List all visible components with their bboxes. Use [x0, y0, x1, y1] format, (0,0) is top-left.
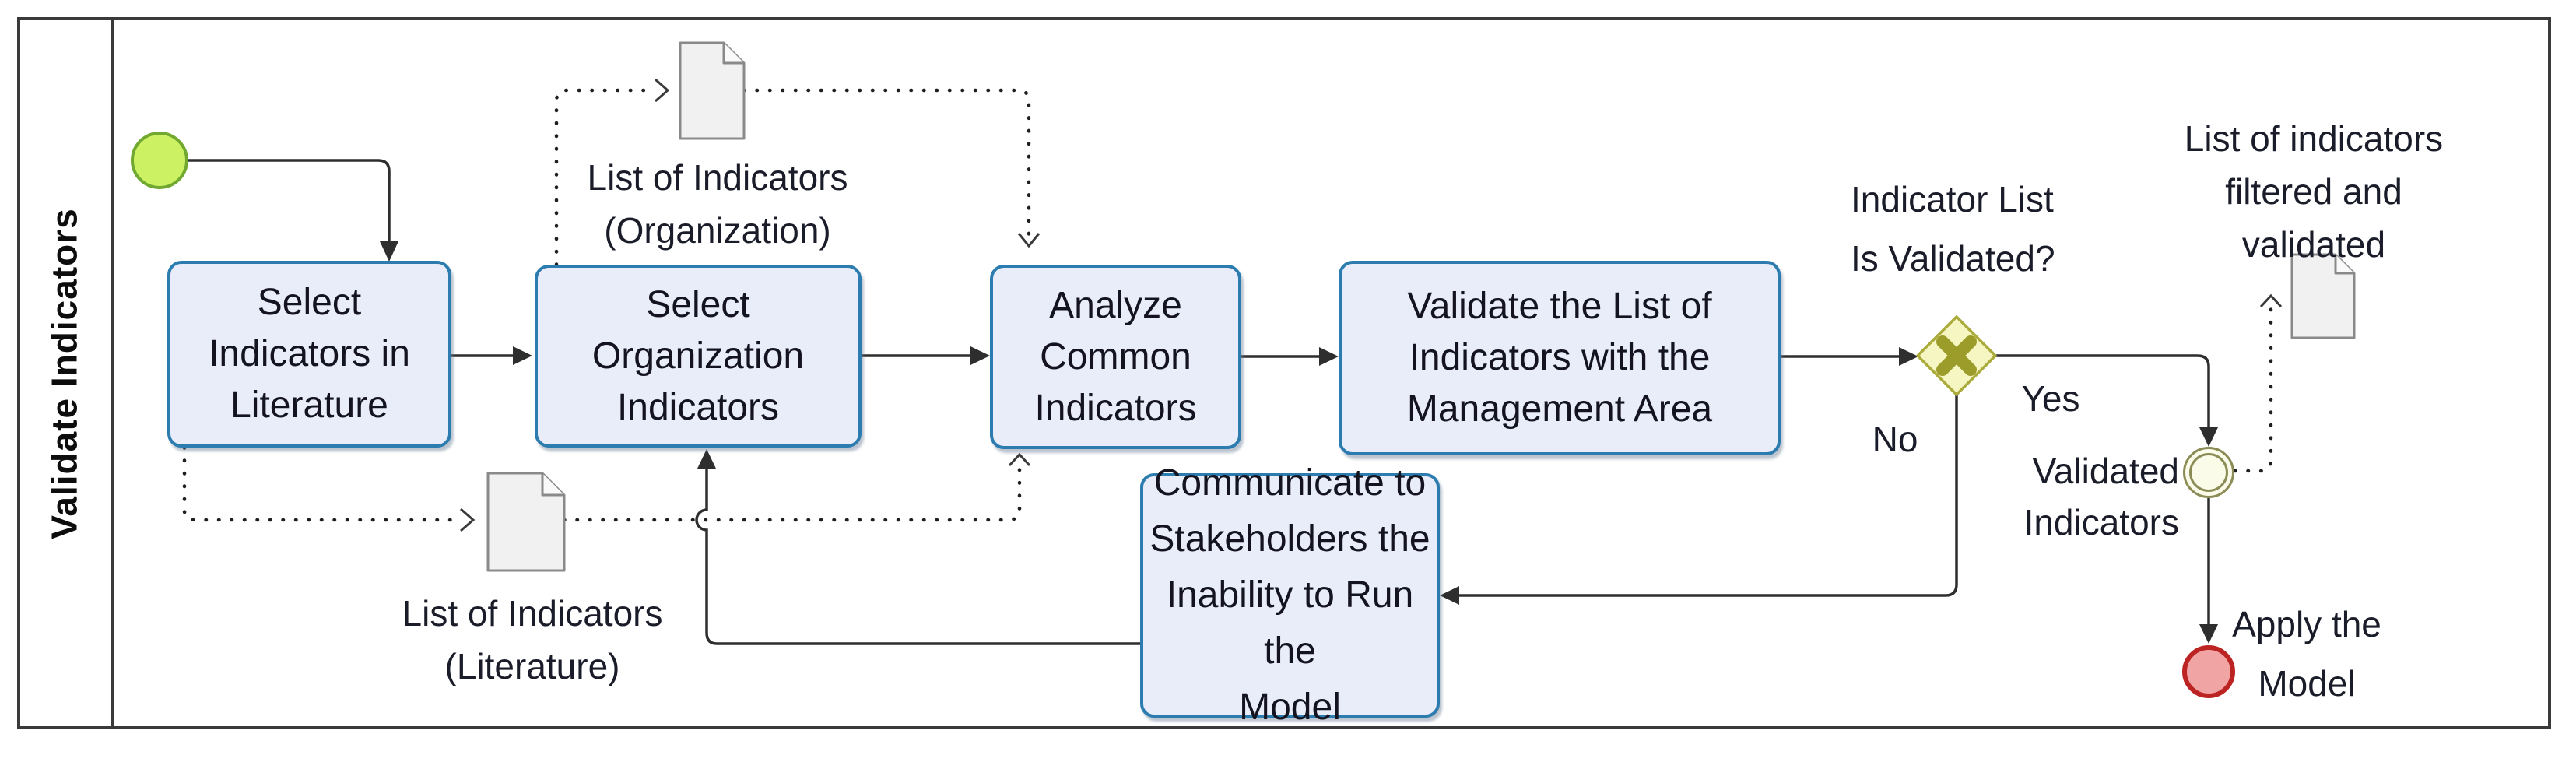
- association-validated-event-to-doc: [2233, 303, 2273, 473]
- gateway-x-icon: [1936, 335, 1977, 376]
- label-gateway-question: Indicator List Is Validated?: [1851, 179, 2055, 279]
- flow-analyze-to-validate: [1241, 347, 1339, 366]
- label-yes: Yes: [2021, 378, 2080, 419]
- flow-organization-to-analyze: [862, 346, 990, 365]
- flow-gateway-yes-to-validated-event: [1995, 354, 2218, 447]
- task-communicate-to-stakeholders: Communicate to Stakeholders the Inabilit…: [1140, 462, 1440, 728]
- flow-communicate-back-to-organization: [695, 449, 1140, 645]
- task-analyze-common-indicators: Analyze Common Indicators: [990, 265, 1241, 449]
- label-list-of-indicators-literature: List of Indicators (Literature): [402, 593, 663, 686]
- lane-title: Validate Indicators: [44, 207, 85, 539]
- intermediate-event-inner-ring: [2189, 453, 2228, 492]
- flow-validated-event-to-end: [2199, 498, 2218, 644]
- association-arrow-into-validated-doc: [2259, 293, 2283, 308]
- association-arrow-into-analyze-top: [1017, 233, 1041, 248]
- label-list-of-indicators-organization: List of Indicators (Organization): [587, 157, 848, 251]
- exclusive-gateway: [1916, 315, 1997, 396]
- label-no: No: [1872, 419, 1918, 459]
- flow-validate-to-gateway: [1781, 347, 1918, 366]
- label-validated-indicators: Validated Indicators: [2023, 451, 2179, 543]
- flow-literature-to-organization: [451, 346, 532, 365]
- association-arrow-into-analyze-bottom: [1008, 452, 1031, 467]
- document-icon-organization: [679, 41, 746, 140]
- association-arrow-into-organization-doc: [655, 78, 670, 103]
- association-arrow-into-literature-doc: [460, 507, 476, 532]
- start-event: [131, 132, 188, 189]
- label-list-of-indicators-filtered-validated: List of indicators filtered and validate…: [2184, 118, 2444, 265]
- label-apply-the-model: Apply the Model: [2232, 604, 2381, 704]
- validated-indicators-event: [2183, 447, 2234, 498]
- task-select-indicators-in-literature: Select Indicators in Literature: [167, 261, 451, 448]
- end-event: [2182, 645, 2235, 698]
- document-icon-literature: [486, 472, 566, 572]
- document-icon-validated: [2290, 253, 2356, 339]
- flow-start-to-select-literature: [188, 159, 398, 262]
- task-select-organization-indicators: Select Organization Indicators: [535, 265, 862, 448]
- association-organization-doc-to-analyze: [742, 88, 1031, 245]
- association-literature-doc-to-analyze: [562, 463, 1022, 522]
- lane-divider: [111, 17, 114, 729]
- task-validate-list-with-management-area: Validate the List of Indicators with the…: [1339, 261, 1781, 455]
- association-literature-doc: [182, 445, 462, 522]
- association-organization-doc: [554, 88, 655, 267]
- flow-gateway-no-to-communicate: [1440, 395, 1958, 605]
- lane-header: Validate Indicators: [17, 17, 111, 729]
